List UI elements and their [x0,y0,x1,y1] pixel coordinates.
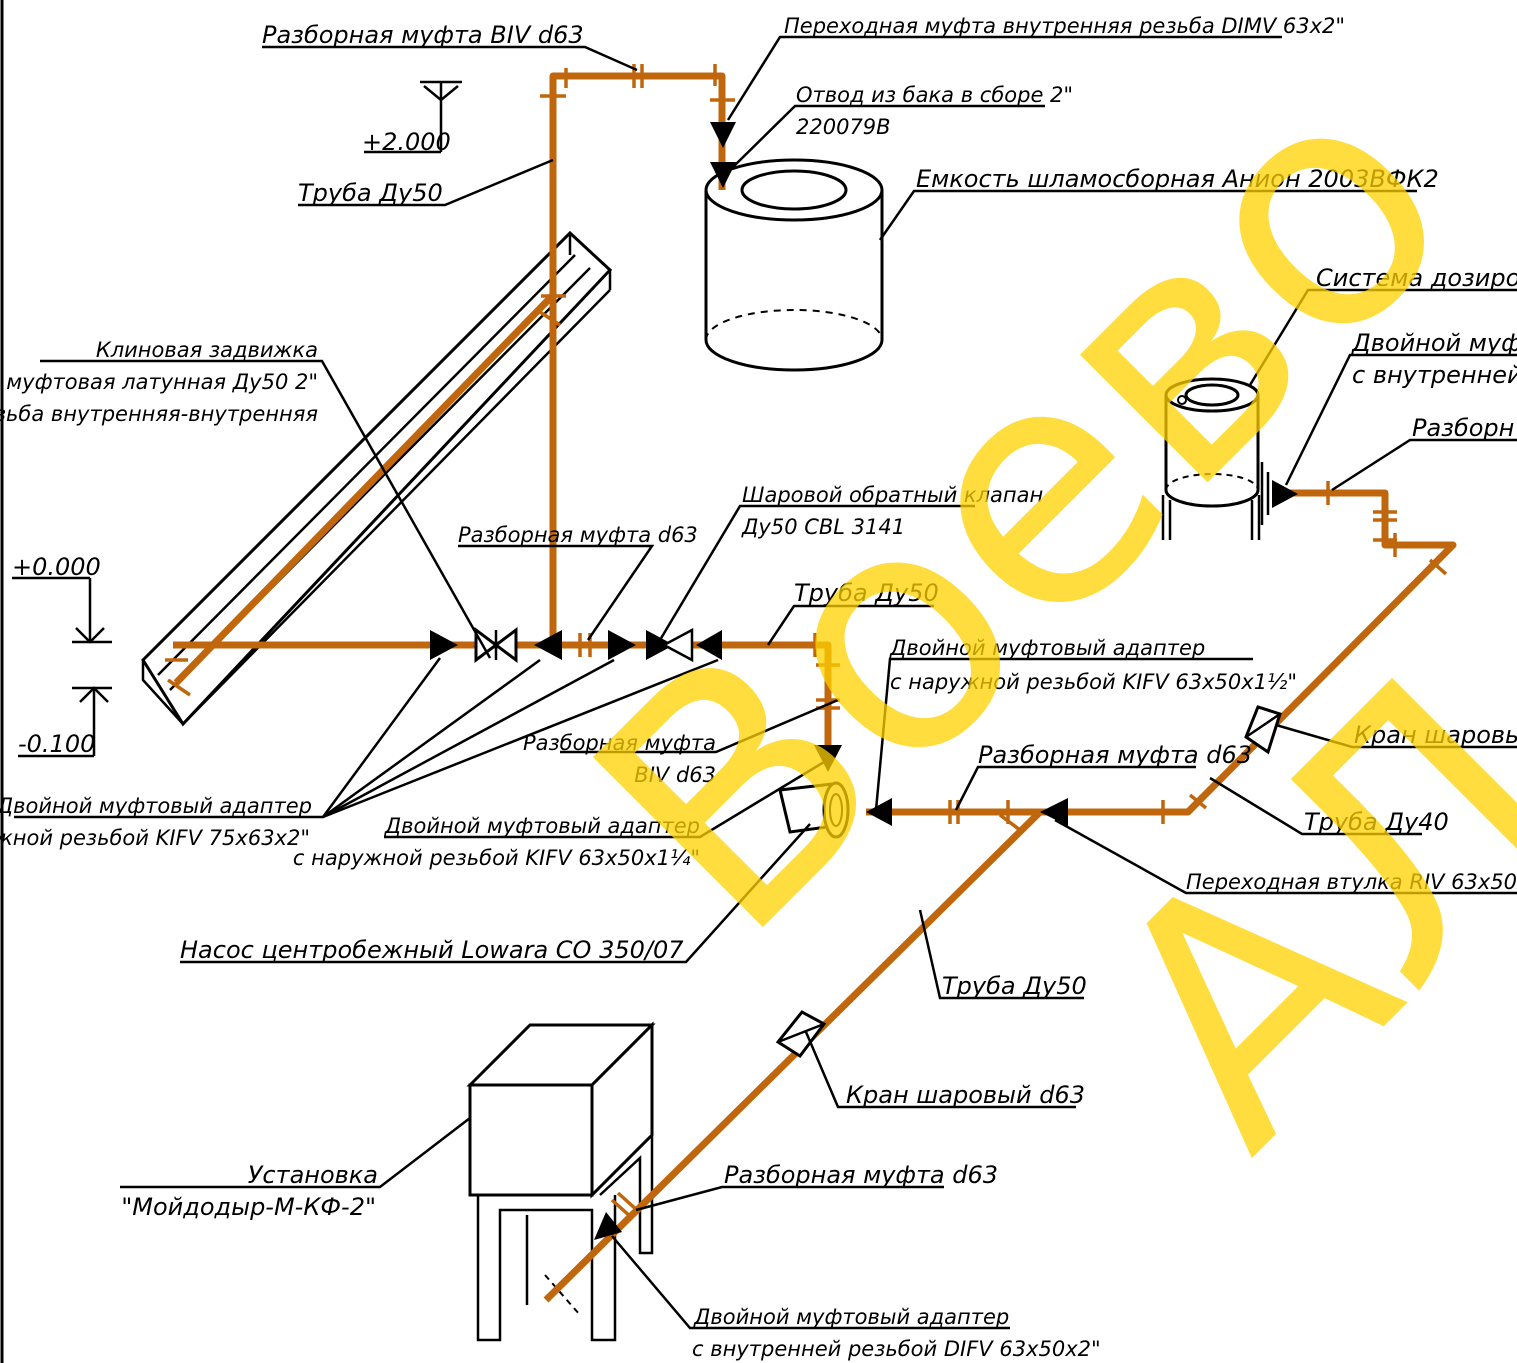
label-emkost: Емкость шламосборная Анион 2003ВФК2 [916,165,1439,193]
check-valve-open-icon [661,627,694,663]
label-klin-3: резьба внутренняя-внутренняя [0,402,318,426]
dosing-adapter-arrow-icon [1272,480,1298,508]
label-kifv-right-1: Двойной муфтовый адаптер [889,636,1205,660]
label-kifv63-1: Двойной муфтовый адаптер [384,814,700,838]
label-dvoinoi-right-1: Двойной муфт [1351,329,1517,357]
label-ustanovka-1: Установка [248,1161,378,1189]
label-razborn-right: Разборн [1412,414,1514,442]
label-perehod-dimv: Переходная муфта внутренняя резьба DIMV … [784,14,1345,38]
label-truba-bottom: Труба Ду50 [942,972,1087,1000]
watermark-line2: АЛ [1034,609,1517,1216]
label-truba-du40: Труба Ду40 [1304,808,1449,836]
label-kran-bottom: Кран шаровый d63 [846,1081,1085,1109]
elevation-bottom-text: -0.100 [18,730,95,758]
label-sharovoi-2: Ду50 CBL 3141 [741,515,905,539]
label-razbor-d63-bottom: Разборная муфта d63 [724,1161,998,1189]
elevation-zero-text: +0.000 [12,553,101,581]
label-sharovoi-1: Шаровой обратный клапан [742,483,1043,507]
label-truba-mid: Труба Ду50 [794,579,939,607]
riv-bushing-arrow-icon [1040,798,1068,826]
label-difv-1: Двойной муфтовый адаптер [693,1305,1009,1329]
label-kifv63-2: с наружной резьбой KIFV 63x50x1¼" [293,846,700,870]
adapter-arrow-1-icon [430,630,458,660]
label-otvod-2: 220079B [796,115,891,139]
otvod-arrow-icon [710,122,736,148]
label-razbor-d63-right: Разборная муфта d63 [978,741,1252,769]
leader-lines [14,35,1517,1330]
adapter-arrow-4-icon [696,630,722,660]
elevation-top-text: +2.000 [362,128,451,156]
label-razbor-d63-mid: Разборная муфта d63 [458,523,698,547]
label-otvod-1: Отвод из бака в сборе 2" [796,83,1073,107]
label-kifv75-1: Двойной муфтовый адаптер [0,794,312,818]
adapter-arrow-3-icon [608,630,636,660]
label-nasos: Насос центробежный Lowara CO 350/07 [180,936,684,964]
label-truba-top: Труба Ду50 [298,179,443,207]
label-razbor-biv-top: Разборная муфта BIV d63 [262,21,584,49]
fittings [430,122,1298,1240]
label-sistema: Система дозиров [1316,264,1517,292]
label-perehod-riv: Переходная втулка RIV 63x50x50 [1186,870,1517,894]
elevation-bottom: -0.100 [18,686,112,758]
dosing-tank-icon [1161,377,1261,540]
pump-inlet-arrow-icon [814,745,842,772]
labels: Разборная муфта BIV d63 Переходная муфта… [0,14,1517,1361]
adapter-arrow-2-icon [534,630,562,660]
label-kran-right: Кран шаровы [1354,721,1517,749]
label-difv-2: с внутренней резьбой DIFV 63x50x2" [692,1337,1101,1361]
label-klin-2: муфтовая латунная Ду50 2" [6,370,318,394]
moidodyr-unit-icon [466,1021,656,1342]
tank-anion-icon [704,158,884,372]
label-razbor-biv-mid-1: Разборная муфта [523,731,716,755]
label-kifv-right-2: с наружной резьбой KIFV 63x50x1½" [890,670,1297,694]
label-ustanovka-2: "Мойдодыр-М-КФ-2" [121,1193,376,1221]
check-valve-arrow-icon [646,630,674,660]
elevation-top: +2.000 [362,80,462,156]
gate-valve-icon [474,627,518,663]
ball-valve-right-icon [1244,705,1282,755]
label-razbor-biv-mid-2: BIV d63 [634,763,716,787]
difv-adapter-arrow-icon [594,1212,622,1240]
otvod-arrow2-icon [710,162,736,188]
pump-outlet-arrow-icon [866,798,892,826]
ball-valve-bottom-icon [775,1010,827,1059]
pump-lowara-icon [778,781,850,839]
label-dvoinoi-right-2: с внутренней [1352,361,1517,389]
label-klin-1: Клиновая задвижка [96,338,318,362]
label-kifv75-2: с наружной резьбой KIFV 75x63x2" [0,826,310,850]
trough-icon [141,230,613,727]
elevation-zero: +0.000 [12,553,112,644]
